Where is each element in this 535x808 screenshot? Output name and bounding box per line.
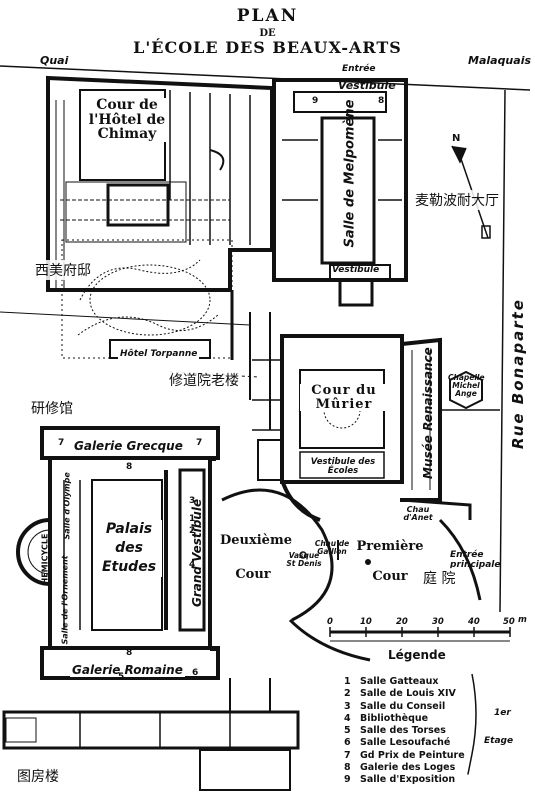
north-arrow xyxy=(451,145,491,239)
melpomene-wing xyxy=(272,78,408,307)
street-malaquais: Malaquais xyxy=(468,54,532,67)
annotation-chimay: 西美府邸 xyxy=(34,260,92,280)
legend-title: Légende xyxy=(388,648,446,662)
label-vestibule-mid: Vestibule xyxy=(332,265,380,275)
scale-tick-label: 40 xyxy=(468,617,480,627)
title-line3: L'ÉCOLE DES BEAUX-ARTS xyxy=(133,38,402,57)
room-number: 2 xyxy=(189,526,196,536)
legend-etage-number: 1er xyxy=(494,708,511,718)
label-vasque: Vasque St Denis xyxy=(286,551,322,568)
renaissance-wing xyxy=(400,337,500,520)
legend-etage: Etage xyxy=(484,736,514,746)
room-number: 9 xyxy=(312,96,319,106)
label-salle-olympe: Salle d'Olympe xyxy=(62,472,72,540)
scale-tick-label: 0 xyxy=(327,617,333,627)
quai-edge xyxy=(0,65,531,91)
room-number: 3 xyxy=(189,496,196,506)
street-quai: Quai xyxy=(40,54,69,67)
label-entree-principale: Entrée principale xyxy=(450,550,501,570)
label-premiere-cour: Première Cour xyxy=(356,539,424,584)
bonaparte-edge xyxy=(499,89,506,613)
label-hotel-torpanne: Hôtel Torpanne xyxy=(118,349,200,360)
label-vestibule-ecoles: Vestibule des Écoles xyxy=(310,457,376,476)
scale-tick-label: 50 xyxy=(503,617,515,627)
room-number: 1 xyxy=(189,514,196,524)
legend-brace xyxy=(467,673,477,775)
room-number: 4 xyxy=(189,560,196,570)
label-salle-ornement: Salle de l'Ornement xyxy=(60,555,70,645)
label-hemicycle: HEMICYCLE xyxy=(40,533,50,585)
cour-wall xyxy=(221,488,334,622)
palais-etudes xyxy=(16,426,220,680)
annotation-study: 研修馆 xyxy=(30,398,74,418)
room-number: 8 xyxy=(126,462,133,472)
library-block xyxy=(2,678,300,791)
label-musee-renaissance: Musée Renaissance xyxy=(421,347,435,479)
label-galerie-grecque: Galerie Grecque xyxy=(72,439,185,453)
label-chapelle: Chapelle Michel Ange xyxy=(448,373,485,398)
title-line2: DE xyxy=(259,28,276,39)
label-cheau-gaillon: Chau de Gaillon xyxy=(314,539,350,556)
annotation-melpomene: 麦勒波耐大厅 xyxy=(414,190,500,210)
annotation-library: 图房楼 xyxy=(16,766,60,786)
annotation-augustins: 修道院老楼 xyxy=(168,370,240,390)
annotation-courtyard: 庭 院 xyxy=(422,568,457,588)
street-line xyxy=(0,311,251,326)
room-number: 7 xyxy=(58,438,65,448)
torpanne-garden xyxy=(61,239,234,360)
label-vestibule-top: Vestibule xyxy=(338,79,396,92)
north-arrow-label: N xyxy=(452,133,461,144)
scale-bar xyxy=(329,627,511,642)
label-entree: Entrée xyxy=(342,64,376,74)
label-cheau-anet: Chau d'Anet xyxy=(403,505,433,523)
street-bonaparte: Rue Bonaparte xyxy=(509,298,527,449)
room-number: 6 xyxy=(192,668,199,678)
room-number: 8 xyxy=(378,96,385,106)
label-deuxieme-cour: Deuxième Cour xyxy=(220,533,292,582)
scale-tick-label: 10 xyxy=(360,617,372,627)
label-cour-murier: Cour du Mûrier xyxy=(300,384,388,412)
label-palais-etudes: Palais des Etudes xyxy=(96,520,162,577)
scale-unit: m xyxy=(518,615,527,625)
label-salle-melpomene: Salle de Melpomène xyxy=(342,99,358,248)
label-galerie-romaine: Galerie Romaine xyxy=(70,663,185,677)
room-number: 5 xyxy=(118,672,125,682)
scale-tick-label: 20 xyxy=(396,617,408,627)
scale-tick-label: 30 xyxy=(432,617,444,627)
room-number: 7 xyxy=(196,438,203,448)
title-line1: PLAN xyxy=(236,6,299,26)
murier-complex xyxy=(249,312,404,522)
label-cour-chimay: Cour de l'Hôtel de Chimay xyxy=(86,98,168,143)
room-number: 8 xyxy=(126,648,133,658)
